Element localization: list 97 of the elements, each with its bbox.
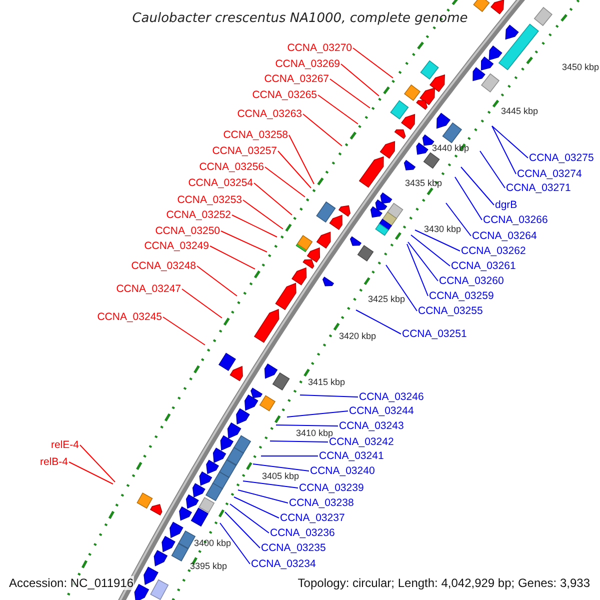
gene-label: CCNA_03262	[461, 245, 526, 257]
scale-label: 3395 kbp	[190, 561, 228, 571]
scale-label: 3415 kbp	[308, 377, 346, 387]
gene-label: CCNA_03259	[429, 290, 494, 302]
gene-label: CCNA_03237	[280, 512, 345, 524]
footer-text: Topology: circular; Length: 4,042,929 bp; Genes: 3,933	[298, 576, 590, 590]
leader-line	[278, 150, 312, 188]
scale-label: 3420 kbp	[339, 331, 376, 341]
gene-label: CCNA_03234	[251, 558, 316, 570]
leader-line	[318, 94, 358, 124]
gene-label: CCNA_03267	[264, 73, 329, 85]
leader-line	[286, 410, 348, 418]
gene-label: CCNA_03261	[451, 260, 516, 272]
gene-label: dgrB	[495, 199, 518, 211]
gene-label: CCNA_03257	[212, 145, 277, 157]
leader-line	[410, 234, 450, 266]
gene-label: CCNA_03253	[177, 194, 242, 206]
leader-line	[288, 134, 314, 184]
leader-line	[196, 266, 238, 296]
leader-line	[68, 462, 114, 484]
leader-line	[300, 394, 358, 398]
gene-label: CCNA_03274	[517, 168, 582, 180]
scale-label: 3435 kbp	[405, 178, 442, 188]
footer-text: Accession: NC_011916	[9, 576, 134, 590]
leader-line	[302, 114, 342, 146]
scale-label: 3410 kbp	[296, 428, 334, 438]
leader-line	[454, 176, 482, 220]
leader-line	[242, 480, 298, 488]
gene-label: CCNA_03238	[289, 497, 354, 509]
gene-label: CCNA_03247	[116, 283, 181, 295]
gene-label: CCNA_03275	[529, 152, 594, 164]
leader-line	[460, 166, 494, 206]
gene-label: CCNA_03239	[299, 482, 364, 494]
gene-label: CCNA_03241	[319, 450, 384, 462]
scale-label: 3425 kbp	[368, 294, 406, 304]
leader-line	[408, 242, 438, 282]
gene-label: CCNA_03244	[349, 405, 414, 417]
gene-label: CCNA_03255	[418, 305, 483, 317]
leader-line	[238, 490, 288, 504]
gene-label: CCNA_03240	[310, 465, 375, 477]
title: Caulobacter crescentus NA1000, complete genome	[131, 11, 469, 26]
gene-label: CCNA_03266	[483, 214, 548, 226]
leader-line	[270, 440, 328, 442]
leader-line	[224, 512, 260, 548]
leader-line	[242, 200, 284, 230]
gene-label: CCNA_03269	[275, 58, 340, 70]
leader-line	[492, 126, 528, 158]
leader-line	[232, 214, 278, 238]
gene-label: CCNA_03254	[188, 177, 253, 189]
leader-line	[162, 316, 206, 346]
gene-label: CCNA_03245	[97, 311, 162, 323]
gene-label: CCNA_03246	[359, 391, 424, 403]
leader-line	[492, 126, 516, 174]
gene-label: relB-4	[40, 456, 68, 468]
gene-label: CCNA_03270	[287, 42, 352, 54]
gene-label: CCNA_03248	[131, 260, 196, 272]
leader-line	[356, 310, 402, 334]
leader-line	[220, 522, 250, 564]
gene-label: CCNA_03263	[237, 108, 302, 120]
gene-label: CCNA_03265	[252, 89, 317, 101]
leader-line	[446, 202, 472, 236]
gene-label: CCNA_03264	[472, 230, 537, 242]
gene-label: CCNA_03256	[199, 161, 264, 173]
leader-line	[340, 64, 380, 96]
gene-label: CCNA_03235	[261, 542, 326, 554]
scale-label: 3430 kbp	[424, 224, 462, 234]
scale-label: 3450 kbp	[562, 62, 600, 72]
gene-label: CCNA_03260	[439, 275, 504, 287]
gene-label: CCNA_03258	[223, 129, 288, 141]
gene-label: CCNA_03251	[402, 328, 467, 340]
gene-label: CCNA_03271	[506, 182, 571, 194]
leader-line	[386, 264, 418, 312]
leader-line	[330, 78, 370, 108]
gene-label: CCNA_03242	[329, 436, 394, 448]
leader-line	[352, 48, 394, 78]
gene-label: CCNA_03243	[339, 420, 404, 432]
leader-line	[414, 230, 460, 252]
leader-line	[182, 288, 222, 318]
leader-line	[276, 424, 338, 426]
leader-line	[220, 230, 268, 252]
scale-label: 3445 kbp	[501, 106, 538, 116]
leader-line	[230, 504, 270, 534]
scale-label: 3405 kbp	[262, 471, 300, 481]
gene-label: CCNA_03250	[155, 225, 220, 237]
leader-line	[210, 246, 256, 270]
leader-line	[480, 150, 506, 188]
leader-line	[252, 464, 310, 472]
leader-line	[80, 444, 116, 482]
gene-label: relE-4	[50, 439, 79, 451]
leader-line	[264, 166, 306, 198]
leader-line	[234, 496, 280, 518]
gene-label: CCNA_03249	[144, 240, 209, 252]
gene-label: CCNA_03236	[270, 527, 335, 539]
gene-label: CCNA_03252	[166, 209, 231, 221]
scale-label: 3400 kbp	[194, 538, 232, 548]
leader-line	[254, 182, 292, 216]
leader-line	[406, 244, 428, 296]
